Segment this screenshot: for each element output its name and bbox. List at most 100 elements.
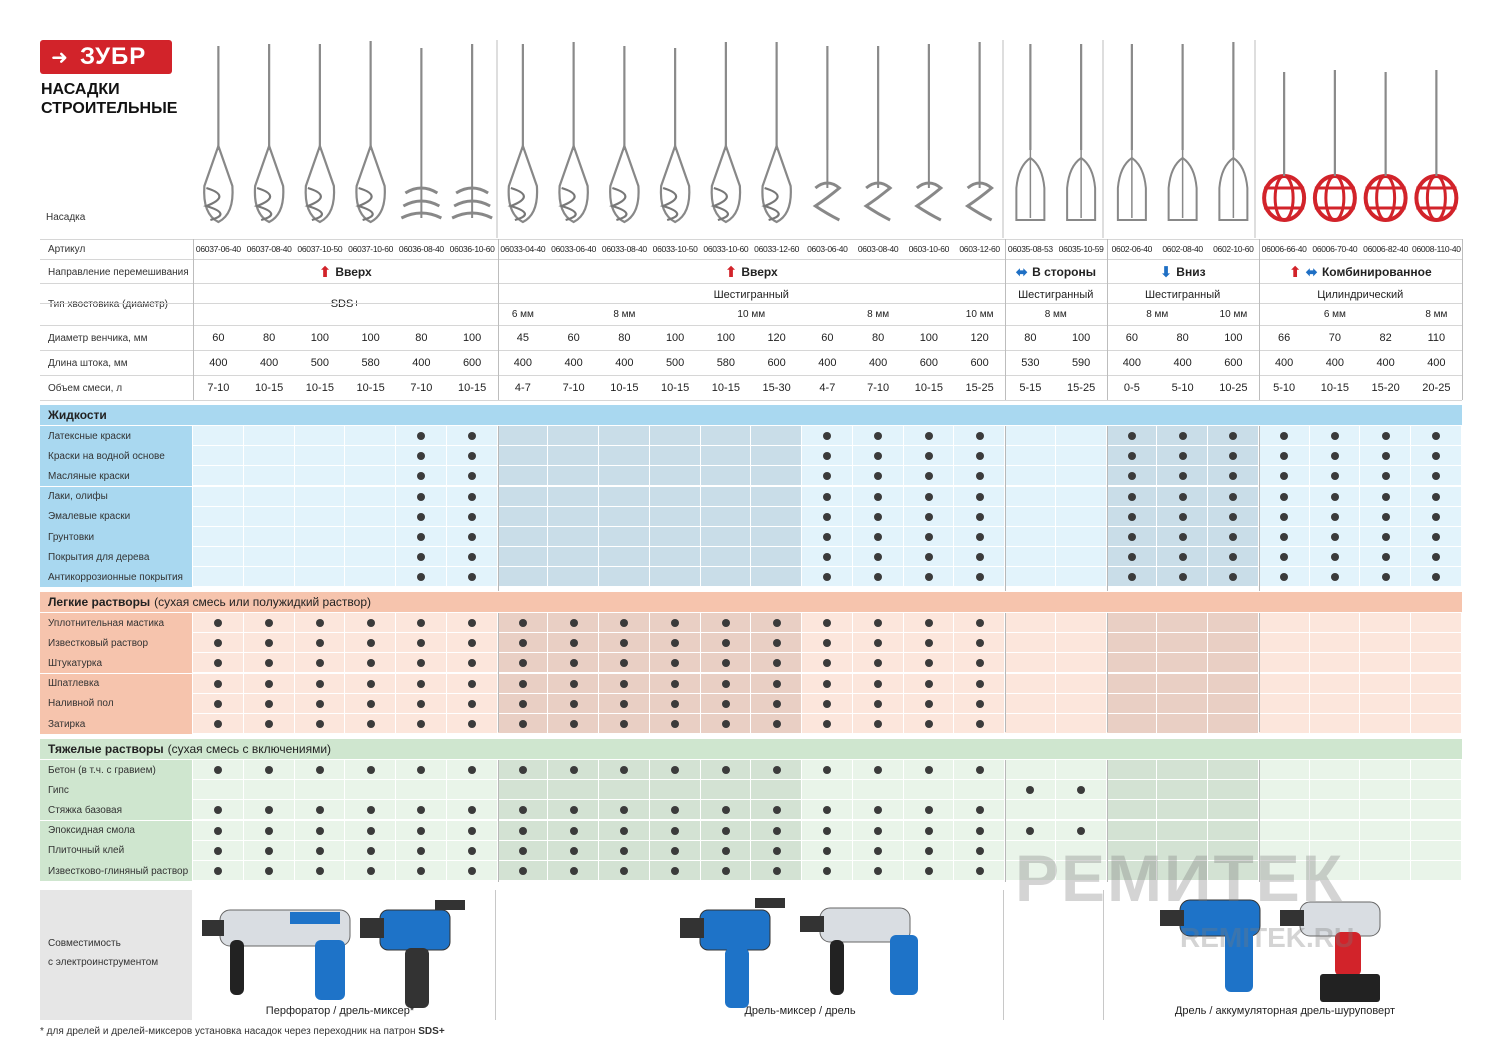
compat-dot-icon <box>417 720 426 728</box>
matrix-cell <box>1411 820 1462 841</box>
compat-dot-icon <box>366 826 375 835</box>
matrix-cell <box>1208 861 1259 881</box>
volume-cell: 7-10 <box>207 382 230 394</box>
compat-dot-icon <box>265 619 274 627</box>
matrix-cell <box>243 426 295 446</box>
matrix-cell <box>1005 861 1056 881</box>
section-header: Жидкости <box>40 405 1462 425</box>
length-cell: 600 <box>1224 357 1243 369</box>
section-title: Тяжелые растворы <box>48 742 164 756</box>
compat-dot-icon <box>569 639 578 648</box>
footnote: * для дрелей и дрелей-миксеров установка… <box>40 1026 445 1037</box>
compat-dot-icon <box>366 720 375 728</box>
matrix-cell <box>1005 567 1056 588</box>
direction-cell: ⬆Вверх <box>498 261 1006 283</box>
compat-dot-icon <box>1178 533 1187 541</box>
compat-dot-icon <box>1330 492 1339 501</box>
header-rule <box>40 239 1462 240</box>
matrix-cell <box>548 426 599 446</box>
compat-dot-icon <box>975 679 984 688</box>
matrix-cell <box>243 780 295 801</box>
drill-mixer-icon <box>680 898 785 1008</box>
matrix-cell <box>548 486 599 507</box>
compat-dot-icon <box>569 867 578 875</box>
compat-dot-icon <box>975 699 984 708</box>
compat-dot-icon <box>315 806 324 815</box>
compat-dot-icon <box>1127 533 1136 541</box>
length-cell: 500 <box>310 357 330 369</box>
compat-dot-icon <box>924 766 933 774</box>
compat-dot-icon <box>1381 553 1390 562</box>
article-cell: 06036-08-40 <box>398 244 444 254</box>
matrix-cell <box>599 780 650 801</box>
compat-dot-icon <box>874 720 883 728</box>
article-cell: 0603-08-40 <box>857 244 899 254</box>
length-cell: 400 <box>1274 357 1294 369</box>
matrix-cell <box>1411 840 1462 861</box>
diameter-cell: 70 <box>1328 332 1341 344</box>
matrix-cell <box>294 780 346 801</box>
compat-dot-icon <box>874 806 883 815</box>
compat-dot-icon <box>265 679 274 688</box>
compat-dot-icon <box>1178 553 1187 562</box>
matrix-cell <box>700 466 752 487</box>
matrix-cell <box>193 506 244 527</box>
drill-mixer-icon <box>360 900 465 1008</box>
compat-dot-icon <box>1330 432 1339 440</box>
compat-dot-icon <box>468 826 477 835</box>
matrix-cell <box>1005 633 1056 654</box>
mixing-paddle-icon <box>1218 42 1249 221</box>
compat-dot-icon <box>1127 432 1136 440</box>
matrix-cell <box>1360 840 1411 861</box>
compat-dot-icon <box>975 452 984 461</box>
matrix-cell <box>1106 760 1158 780</box>
article-cell: 06033-06-40 <box>551 244 597 254</box>
diameter-cell: 60 <box>821 332 834 344</box>
mixing-paddle-icon <box>710 42 742 224</box>
arrow-up-icon: ⬆ <box>1288 264 1302 281</box>
compat-dot-icon <box>874 867 883 875</box>
direction-label: Вверх <box>741 265 778 279</box>
compat-dot-icon <box>569 766 578 774</box>
diameter-cell: 80 <box>263 332 276 344</box>
mixing-paddle-icon <box>1414 70 1459 222</box>
brand-name: ЗУБР <box>80 43 147 70</box>
compat-dot-icon <box>417 806 426 815</box>
compat-dot-icon <box>569 846 578 855</box>
compat-dot-icon <box>1178 492 1187 501</box>
substance-label: Шпатлевка <box>40 673 192 694</box>
matrix-cell <box>1055 693 1107 714</box>
mixing-paddle-icon <box>659 48 691 224</box>
compat-dot-icon <box>265 766 274 774</box>
compat-dot-icon <box>1026 826 1035 835</box>
diameter-cell: 100 <box>919 332 939 344</box>
volume-cell: 10-15 <box>914 382 943 394</box>
matrix-cell <box>345 547 396 568</box>
compat-dot-icon <box>721 867 730 875</box>
matrix-cell <box>1360 800 1411 821</box>
substance-label: Краски на водной основе <box>40 446 192 467</box>
matrix-cell <box>599 446 650 467</box>
matrix-cell <box>1055 760 1107 780</box>
compat-dot-icon <box>366 639 375 648</box>
shank-type-cell: Шестигранный <box>1018 289 1094 301</box>
compat-dot-icon <box>975 492 984 501</box>
compat-dot-icon <box>265 806 274 815</box>
matrix-cell <box>294 567 346 588</box>
brand-logo: ➜ ЗУБР <box>40 40 172 74</box>
matrix-cell <box>599 486 650 507</box>
compat-dot-icon <box>823 679 832 688</box>
article-cell: 06008-110-40 <box>1412 244 1461 254</box>
mixing-paddle-icon <box>1312 70 1357 222</box>
compat-dot-icon <box>620 720 629 728</box>
section-divider <box>1005 613 1006 732</box>
header-rule <box>40 350 1462 351</box>
compat-dot-icon <box>671 766 680 774</box>
matrix-cell <box>345 527 396 547</box>
mixing-paddle-icon <box>1363 72 1408 222</box>
compat-dot-icon <box>1077 826 1086 835</box>
matrix-cell <box>1055 861 1107 881</box>
matrix-cell <box>1208 820 1259 841</box>
matrix-cell <box>1106 653 1158 674</box>
compat-dot-icon <box>366 679 375 688</box>
